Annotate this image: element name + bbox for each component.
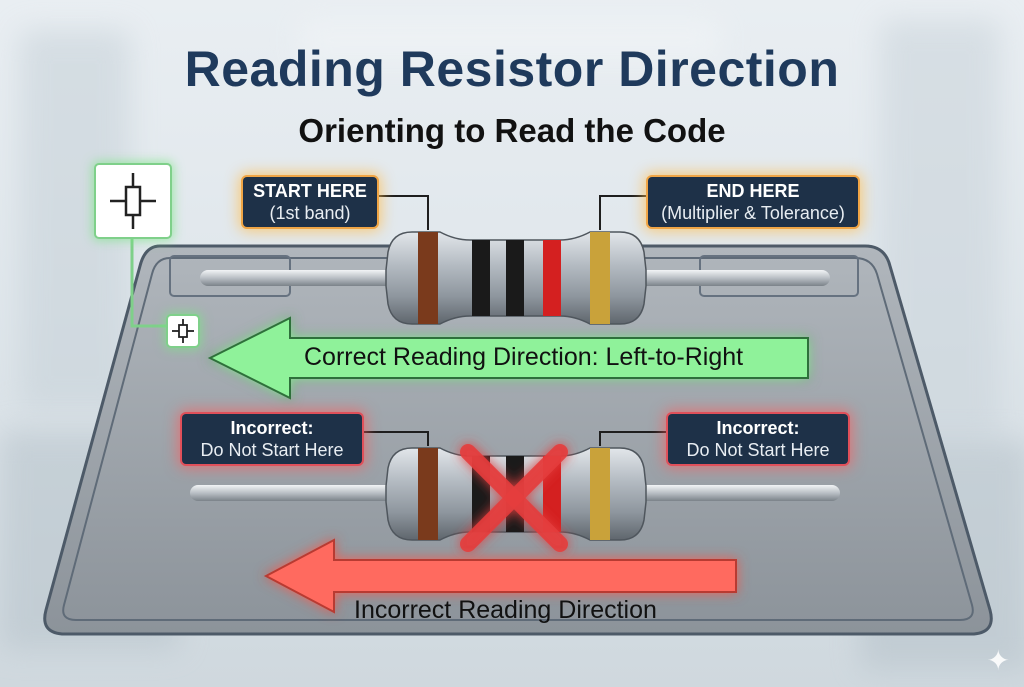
end-here-detail: (Multiplier & Tolerance)	[661, 203, 845, 223]
tray-inner-edge	[62, 257, 974, 621]
band-3	[506, 240, 524, 316]
incorrect-direction-label: Incorrect Reading Direction	[354, 596, 657, 624]
x-mark-icon	[460, 444, 568, 552]
end-here-title: END HERE	[706, 181, 800, 201]
start-here-detail: (1st band)	[269, 203, 351, 223]
band-1	[418, 448, 438, 540]
incorrect-left-detail: Do Not Start Here	[200, 440, 344, 460]
band-5	[590, 448, 610, 540]
start-callout-leader	[378, 195, 429, 230]
end-here-callout: END HERE (Multiplier & Tolerance)	[648, 177, 858, 227]
band-1	[418, 232, 438, 324]
top-resistor-lead-right	[600, 270, 830, 286]
start-here-callout: START HERE (1st band)	[243, 177, 377, 227]
sparkle-icon: ✦	[986, 645, 1010, 676]
symbol-connector-line	[130, 236, 166, 328]
correct-direction-arrow	[207, 316, 809, 400]
page-subtitle: Orienting to Read the Code	[298, 112, 726, 149]
page-title: Reading Resistor Direction	[184, 41, 840, 97]
bottom-resistor-lead-right	[600, 485, 840, 501]
top-resistor-lead-left	[200, 270, 430, 286]
incorrect-left-callout: Incorrect: Do Not Start Here	[182, 414, 362, 464]
incorrect-right-leader	[599, 431, 668, 446]
incorrect-right-detail: Do Not Start Here	[686, 440, 830, 460]
start-here-title: START HERE	[253, 181, 367, 201]
incorrect-right-callout: Incorrect: Do Not Start Here	[668, 414, 848, 464]
band-2	[472, 240, 490, 316]
incorrect-left-leader	[362, 431, 429, 446]
small-resistor-symbol-icon	[166, 314, 200, 348]
correct-direction-label: Correct Reading Direction: Left-to-Right	[304, 343, 744, 371]
top-resistor	[200, 231, 830, 325]
band-5	[590, 232, 610, 324]
incorrect-left-title: Incorrect:	[230, 418, 314, 438]
end-callout-leader	[599, 195, 648, 230]
incorrect-direction-arrow	[263, 538, 737, 614]
incorrect-right-title: Incorrect:	[716, 418, 800, 438]
band-4	[543, 240, 561, 316]
resistor-symbol-icon	[94, 163, 172, 239]
bottom-resistor-lead-left	[190, 485, 430, 501]
